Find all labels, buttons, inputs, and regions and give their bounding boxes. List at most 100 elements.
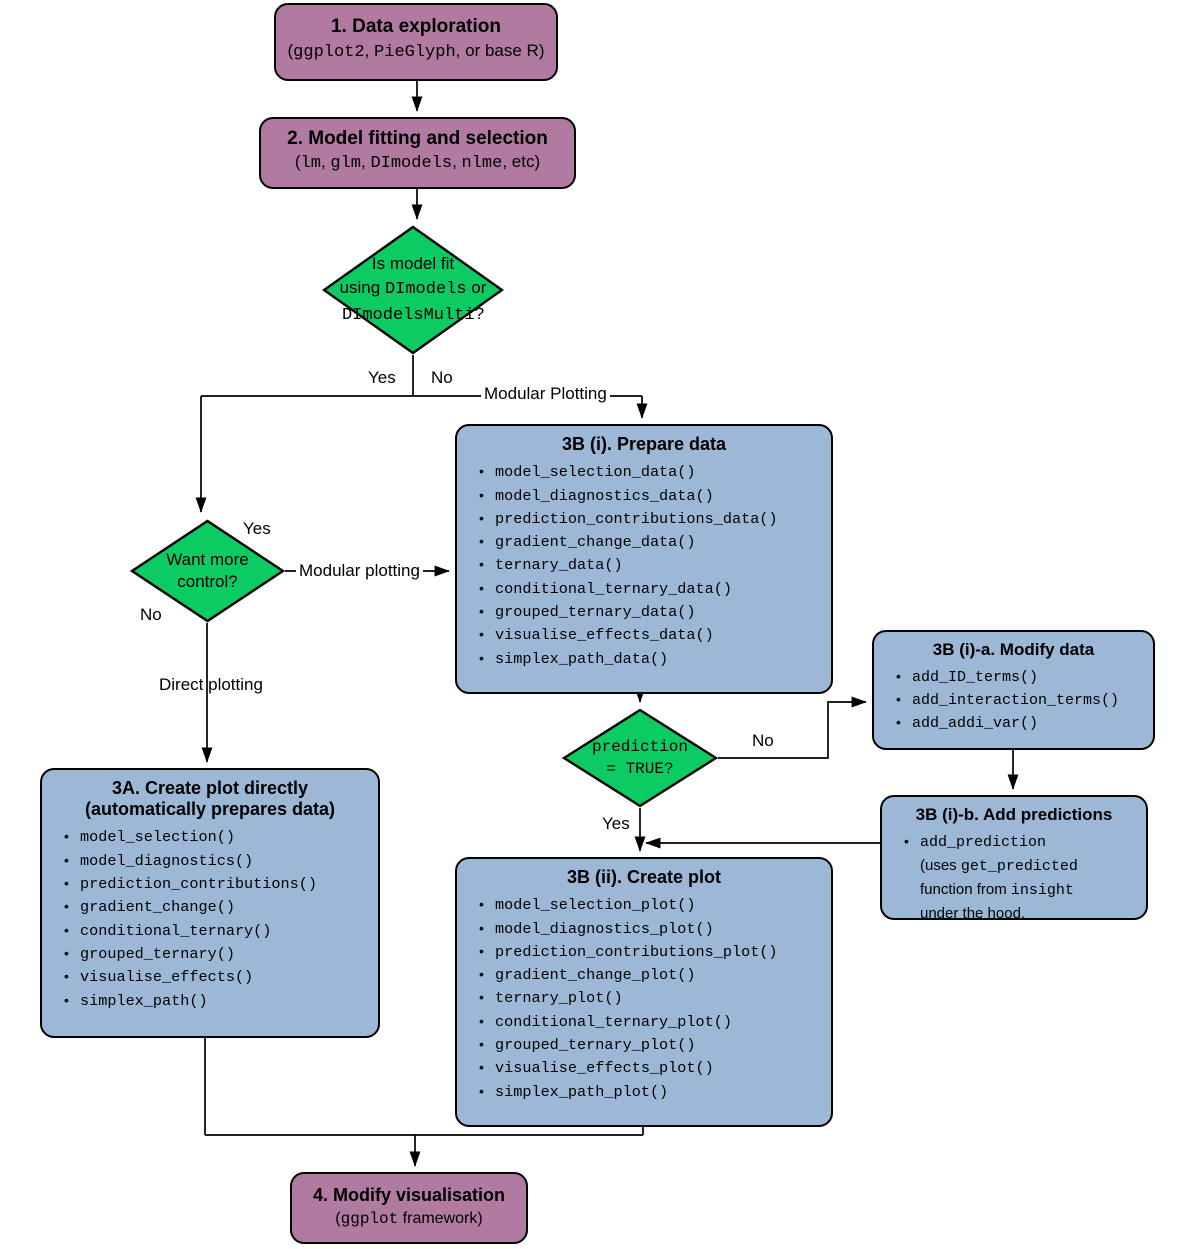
line-2-pre: using <box>339 278 385 297</box>
list-item: model_selection_data() <box>479 460 831 484</box>
node-step-4-title: 4. Modify visualisation <box>312 1185 506 1205</box>
edge-label-modelfit-no: No <box>431 368 453 387</box>
list-item: ternary_data() <box>479 553 831 577</box>
node-3a-title-line-1: 3A. Create plot directly <box>111 778 309 798</box>
tail-text: , or base R) <box>455 41 545 61</box>
node-step-4-modify-visualisation[interactable]: 4. Modify visualisation (ggplot framewor… <box>290 1172 528 1244</box>
comma-2: , <box>361 152 371 172</box>
list-item: grouped_ternary() <box>64 942 378 966</box>
line-2-post: or <box>466 278 487 297</box>
list-item: model_selection() <box>64 825 378 849</box>
edge-label-control-yes: Yes <box>243 519 271 538</box>
list-item: add_interaction_terms() <box>896 688 1153 712</box>
node-step-2-subtitle: (lm, glm, DImodels, nlme, etc) <box>261 152 574 174</box>
list-item: model_diagnostics_plot() <box>479 917 831 941</box>
node-3b-i-a-title: 3B (i)-a. Modify data <box>932 640 1095 659</box>
pkg-pieglyph: PieGlyph <box>374 43 456 63</box>
edge-prediction-no-to-modify <box>718 696 867 759</box>
node-3b-ii-title: 3B (ii). Create plot <box>566 867 722 887</box>
list-item: conditional_ternary_plot() <box>479 1010 831 1034</box>
edge-label-modelfit-yes: Yes <box>368 368 396 387</box>
paren-open: ( <box>335 1210 341 1228</box>
node-step-2-title: 2. Model fitting and selection <box>287 128 548 149</box>
list-item: prediction_contributions() <box>64 872 378 896</box>
list-item: ternary_plot() <box>479 986 831 1010</box>
list-item: model_diagnostics() <box>64 849 378 873</box>
list-item: model_diagnostics_data() <box>479 484 831 508</box>
node-step-2-model-fitting[interactable]: 2. Model fitting and selection (lm, glm,… <box>259 117 576 189</box>
paren-open: ( <box>287 41 294 61</box>
list-item: model_selection_plot() <box>479 893 831 917</box>
line-2: = TRUE? <box>606 760 674 778</box>
pkg-dimodels: DImodels <box>384 280 467 299</box>
paren-open: ( <box>294 152 301 172</box>
node-3b-i-function-list: model_selection_data() model_diagnostics… <box>457 460 831 671</box>
list-item: visualise_effects() <box>64 965 378 989</box>
fn-add-prediction: add_prediction <box>920 834 1047 852</box>
node-3b-i-b-note: (uses get_predicted function from insigh… <box>882 854 1146 925</box>
list-item: prediction_contributions_plot() <box>479 940 831 964</box>
line-1: prediction <box>591 738 688 756</box>
pkg-ggplot: ggplot <box>340 1210 399 1229</box>
pkg-dimodels: DImodels <box>370 154 453 174</box>
edge-label-modular-plotting-lower: Modular plotting <box>296 561 423 581</box>
diamond-shape <box>562 708 718 808</box>
decision-prediction-true[interactable]: prediction = TRUE? <box>562 708 718 808</box>
node-3b-i-b-content-list: add_prediction <box>882 830 1146 854</box>
edge-label-control-no: No <box>140 605 162 624</box>
pkg-insight: insight <box>1010 882 1074 900</box>
edge-label-prediction-yes: Yes <box>602 814 630 833</box>
list-item: simplex_path() <box>64 989 378 1013</box>
decision-want-more-control-label: Want more control? <box>166 549 249 593</box>
node-3a-create-plot-directly[interactable]: 3A. Create plot directly (automatically … <box>40 768 380 1038</box>
node-3b-ii-create-plot[interactable]: 3B (ii). Create plot model_selection_plo… <box>455 857 833 1127</box>
edge-label-prediction-no: No <box>752 731 774 750</box>
diamond-shape <box>322 225 504 355</box>
line-2: control? <box>177 572 238 591</box>
node-3b-i-b-title: 3B (i)-b. Add predictions <box>915 805 1113 824</box>
list-item: add_prediction <box>904 830 1146 854</box>
comma-1: , <box>364 41 375 61</box>
node-step-1-data-exploration[interactable]: 1. Data exploration (ggplot2, PieGlyph, … <box>274 3 558 81</box>
node-3b-i-prepare-data[interactable]: 3B (i). Prepare data model_selection_dat… <box>455 424 833 694</box>
node-step-4-subtitle: (ggplot framework) <box>292 1209 526 1229</box>
pkg-lm: lm <box>300 154 321 174</box>
list-item: add_addi_var() <box>896 711 1153 735</box>
decision-is-model-fit[interactable]: Is model fit using DImodels or DImodelsM… <box>322 225 504 355</box>
node-step-1-title: 1. Data exploration <box>331 16 501 37</box>
list-item: visualise_effects_plot() <box>479 1056 831 1080</box>
list-item: gradient_change() <box>64 895 378 919</box>
pkg-dimodelsmulti: DImodelsMulti <box>341 306 475 325</box>
decision-want-more-control[interactable]: Want more control? <box>130 519 285 623</box>
note-line-2: (uses get_predicted <box>920 854 1146 878</box>
node-3a-title-line-2: (automatically prepares data) <box>84 799 336 820</box>
line-1: Is model fit <box>371 254 455 273</box>
list-item: add_ID_terms() <box>896 665 1153 689</box>
comma-1: , <box>320 152 331 172</box>
line-3-post: ? <box>474 304 485 323</box>
edge-label-modular-plotting-upper: Modular Plotting <box>481 384 610 404</box>
note-prefix: (uses <box>920 857 961 875</box>
list-item: conditional_ternary_data() <box>479 577 831 601</box>
note-line-3: function from insight <box>920 878 1146 902</box>
decision-prediction-true-label: prediction = TRUE? <box>592 736 688 780</box>
node-3b-i-b-add-predictions[interactable]: 3B (i)-b. Add predictions add_prediction… <box>880 795 1148 922</box>
tail-text: framework) <box>398 1210 483 1228</box>
node-3b-i-a-modify-data[interactable]: 3B (i)-a. Modify data add_ID_terms() add… <box>872 630 1155 750</box>
node-3b-ii-function-list: model_selection_plot() model_diagnostics… <box>457 893 831 1104</box>
pkg-glm: glm <box>330 154 361 174</box>
pkg-ggplot2: ggplot2 <box>293 43 365 63</box>
list-item: grouped_ternary_data() <box>479 600 831 624</box>
list-item: gradient_change_plot() <box>479 963 831 987</box>
node-step-1-subtitle: (ggplot2, PieGlyph, or base R) <box>276 41 556 63</box>
list-item: visualise_effects_data() <box>479 623 831 647</box>
comma-3: , <box>452 152 462 172</box>
node-3a-function-list: model_selection() model_diagnostics() pr… <box>42 825 378 1013</box>
fn-get-predicted: get_predicted <box>960 858 1078 876</box>
edge-label-direct-plotting: Direct plotting <box>159 675 263 694</box>
list-item: prediction_contributions_data() <box>479 507 831 531</box>
list-item: simplex_path_plot() <box>479 1080 831 1104</box>
node-3b-i-a-function-list: add_ID_terms() add_interaction_terms() a… <box>874 665 1153 735</box>
list-item: gradient_change_data() <box>479 530 831 554</box>
